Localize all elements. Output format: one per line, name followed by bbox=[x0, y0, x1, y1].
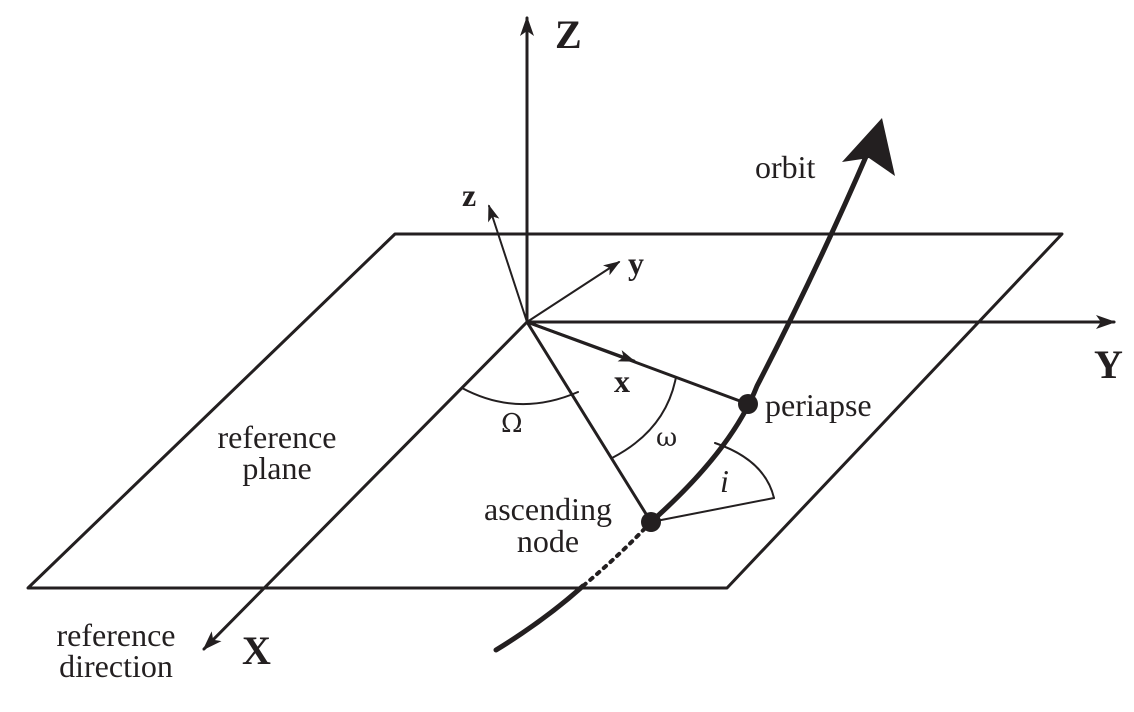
y-axis-small-label: y bbox=[628, 245, 644, 281]
orbit-arrowhead bbox=[842, 118, 895, 176]
omega-upper-arc bbox=[461, 387, 579, 405]
z-axis-small bbox=[488, 204, 528, 323]
orbit-label: orbit bbox=[755, 149, 816, 185]
orbit-below-plane bbox=[493, 583, 586, 653]
ascending-node-point bbox=[641, 512, 661, 532]
omega-lower-label: ω bbox=[656, 423, 677, 453]
reference-direction-label-line2: direction bbox=[59, 648, 173, 684]
y-axis-small bbox=[526, 261, 621, 323]
periapse-point bbox=[738, 394, 758, 414]
ascending-node-label-line2: node bbox=[517, 523, 579, 559]
z-axis-small-label: z bbox=[462, 177, 476, 213]
y-axis-big-label: Y bbox=[1094, 342, 1123, 387]
reference-direction-label-line1: reference bbox=[57, 617, 176, 653]
omega-lower-arc bbox=[611, 376, 677, 459]
x-axis-small-label: x bbox=[614, 363, 630, 399]
line-of-nodes bbox=[525, 320, 653, 524]
inclination-label: i bbox=[720, 463, 729, 499]
ascending-node-label-line1: ascending bbox=[484, 491, 612, 527]
x-axis-small bbox=[525, 320, 636, 363]
x-axis-big bbox=[202, 320, 529, 651]
reference-plane-label-line2: plane bbox=[242, 450, 311, 486]
reference-plane bbox=[26, 232, 1064, 590]
omega-upper-label: Ω bbox=[501, 409, 523, 439]
reference-plane-label-line1: reference bbox=[218, 419, 337, 455]
x-axis-big-label: X bbox=[242, 628, 271, 673]
inclination-line bbox=[650, 497, 775, 523]
z-axis-big-label: Z bbox=[555, 12, 582, 57]
periapse-label: periapse bbox=[765, 387, 872, 423]
orbit-lower-dotted bbox=[581, 520, 653, 588]
orbit-curve bbox=[648, 149, 871, 525]
